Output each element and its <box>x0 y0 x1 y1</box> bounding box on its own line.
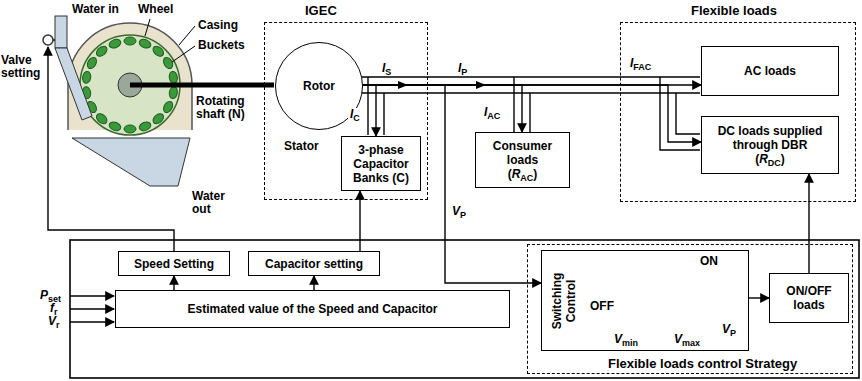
connector <box>363 85 522 132</box>
text-part: ( <box>755 152 759 166</box>
control-strategy-region: Flexible loads control Strategy Switching… <box>527 244 853 374</box>
subscript: set <box>48 294 61 304</box>
subscript: P <box>730 328 736 338</box>
part-label: fr <box>50 302 58 315</box>
part-label: VP <box>722 323 736 336</box>
part-label: OFF <box>590 300 614 313</box>
connector <box>359 191 360 251</box>
text-part: ) <box>781 152 785 166</box>
estimator-box: Estimated value of the Speed and Capacit… <box>115 290 510 328</box>
part-label: Water in <box>72 3 119 16</box>
subscript: min <box>622 338 638 348</box>
symbol: V <box>452 204 460 218</box>
part-label: Water out <box>192 190 242 216</box>
connector <box>749 297 769 298</box>
part-label: Valve setting <box>1 54 45 80</box>
box-label: Speed Setting <box>134 257 214 271</box>
water-pipe <box>55 16 67 48</box>
leader-line <box>172 46 195 62</box>
symbol: f <box>50 301 54 315</box>
rotating-shaft <box>130 83 274 88</box>
symbol: V <box>722 322 730 336</box>
ac-load-box: AC loads <box>701 46 839 96</box>
part-label: Pset <box>40 289 61 302</box>
water-outlet <box>72 138 190 186</box>
box-label: 3-phase Capacitor Banks (C) <box>342 143 420 185</box>
box-label: Estimated value of the Speed and Capacit… <box>187 302 437 316</box>
symbol: V <box>614 332 622 346</box>
subscript: S <box>385 67 391 77</box>
box-label: Consumer loads <box>476 139 569 167</box>
speed-control-line <box>48 47 174 251</box>
igec-region: IGECRotor3-phase Capacitor Banks (C) <box>264 22 428 200</box>
connector <box>313 276 314 290</box>
part-label: Vmax <box>674 333 700 346</box>
box-label: ON/OFF loads <box>770 284 848 312</box>
box-label: Switching Control <box>550 261 578 341</box>
region-heading: IGEC <box>305 3 337 18</box>
nozzle <box>55 48 92 120</box>
signal-label: VP <box>450 205 468 218</box>
capacitor-bank-box: 3-phase Capacitor Banks (C) <box>341 136 421 191</box>
part-label: ON <box>700 255 718 268</box>
connector <box>363 85 376 136</box>
leader-line <box>145 19 150 36</box>
box-label: Rotor <box>303 79 335 93</box>
text-part: ( <box>508 167 512 181</box>
symbol: V <box>48 314 56 328</box>
symbol: P <box>40 288 48 302</box>
part-label: IP <box>458 62 467 75</box>
subscript: r <box>56 320 60 330</box>
symbol: R <box>512 167 521 181</box>
part-label: Vmin <box>614 333 638 346</box>
symbol: I <box>630 56 633 70</box>
connector <box>173 276 174 290</box>
speed-setting-box: Speed Setting <box>118 251 230 276</box>
subscript: AC <box>520 173 533 183</box>
flexible-loads-region: Flexible loadsAC loadsDC loads supplied … <box>620 22 856 202</box>
part-label: IS <box>382 62 391 75</box>
box-label: (RAC) <box>508 167 538 181</box>
subscript: P <box>460 210 466 220</box>
leader-line <box>179 26 195 45</box>
part-label: Rotating shaft (N) <box>196 95 260 121</box>
subscript: P <box>461 67 467 77</box>
box-label: (RDC) <box>755 152 785 166</box>
symbol: I <box>484 105 487 119</box>
dc-load-box: DC loads supplied through DBR(RDC) <box>701 116 839 174</box>
symbol: V <box>674 332 682 346</box>
symbol: I <box>382 61 385 75</box>
signal-label: IAC <box>482 106 502 119</box>
part-label: Stator <box>284 140 319 153</box>
box-label: DC loads supplied through DBR <box>702 124 838 152</box>
on-off-load-box: ON/OFF loads <box>769 273 849 323</box>
box-label: Capacitor setting <box>265 257 363 271</box>
region-heading: Flexible loads <box>691 3 777 18</box>
signal-label: IFAC <box>628 57 653 70</box>
subscript: DC <box>768 158 781 168</box>
signal-label: IC <box>348 108 362 121</box>
connector <box>808 174 809 273</box>
box-label: AC loads <box>744 64 796 78</box>
valve <box>43 35 53 45</box>
subscript: C <box>353 113 360 123</box>
text-part: ) <box>533 167 537 181</box>
part-label: Buckets <box>198 39 245 52</box>
input-arrows <box>70 296 114 322</box>
controller-box <box>70 240 859 378</box>
region-heading: Flexible loads control Strategy <box>608 356 797 371</box>
symbol: I <box>350 107 353 121</box>
symbol: I <box>458 61 461 75</box>
subscript: max <box>682 338 700 348</box>
part-label: Wheel <box>138 3 173 16</box>
part-label: Vr <box>48 315 60 328</box>
capacitor-setting-box: Capacitor setting <box>248 251 380 276</box>
symbol: R <box>759 152 768 166</box>
subscript: AC <box>487 111 500 121</box>
subscript: FAC <box>633 62 651 72</box>
part-label: Casing <box>198 19 238 32</box>
consumer-load-box: Consumer loads(RAC) <box>475 132 570 188</box>
